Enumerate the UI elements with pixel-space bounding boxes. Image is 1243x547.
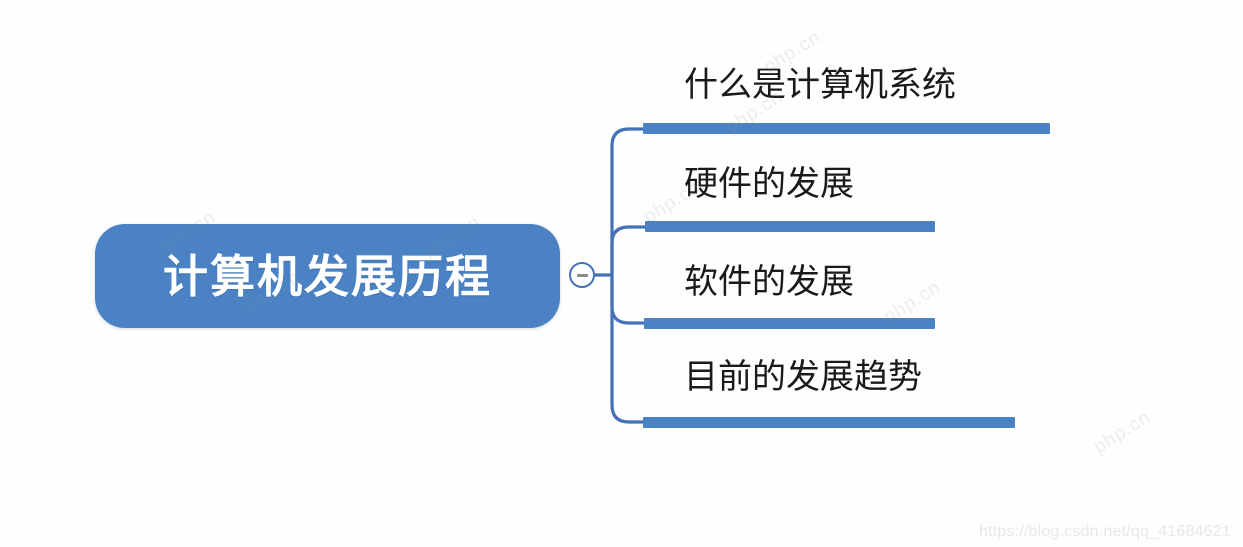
branch-bar-4 — [643, 417, 1015, 428]
watermark-url: https://blog.csdn.net/qq_41684621 — [978, 523, 1231, 540]
watermark-tile: php.cn — [1090, 406, 1155, 458]
connector-branch-2 — [610, 225, 650, 282]
branch-label-2[interactable]: 硬件的发展 — [684, 165, 854, 203]
minus-glyph — [576, 273, 588, 277]
branch-label-1[interactable]: 什么是计算机系统 — [684, 66, 956, 104]
branch-bar-2 — [645, 221, 935, 232]
branch-bar-3 — [644, 318, 935, 329]
branch-bar-1 — [643, 123, 1050, 134]
connector-branch-1 — [610, 127, 648, 282]
connector-branch-4 — [610, 278, 648, 424]
connector-branch-3 — [610, 278, 649, 325]
root-node[interactable]: 计算机发展历程 — [95, 224, 560, 328]
root-node-label: 计算机发展历程 — [162, 250, 492, 302]
minus-circle-icon[interactable] — [569, 262, 595, 288]
branch-label-3[interactable]: 软件的发展 — [684, 263, 854, 301]
branch-label-4[interactable]: 目前的发展趋势 — [684, 358, 922, 396]
